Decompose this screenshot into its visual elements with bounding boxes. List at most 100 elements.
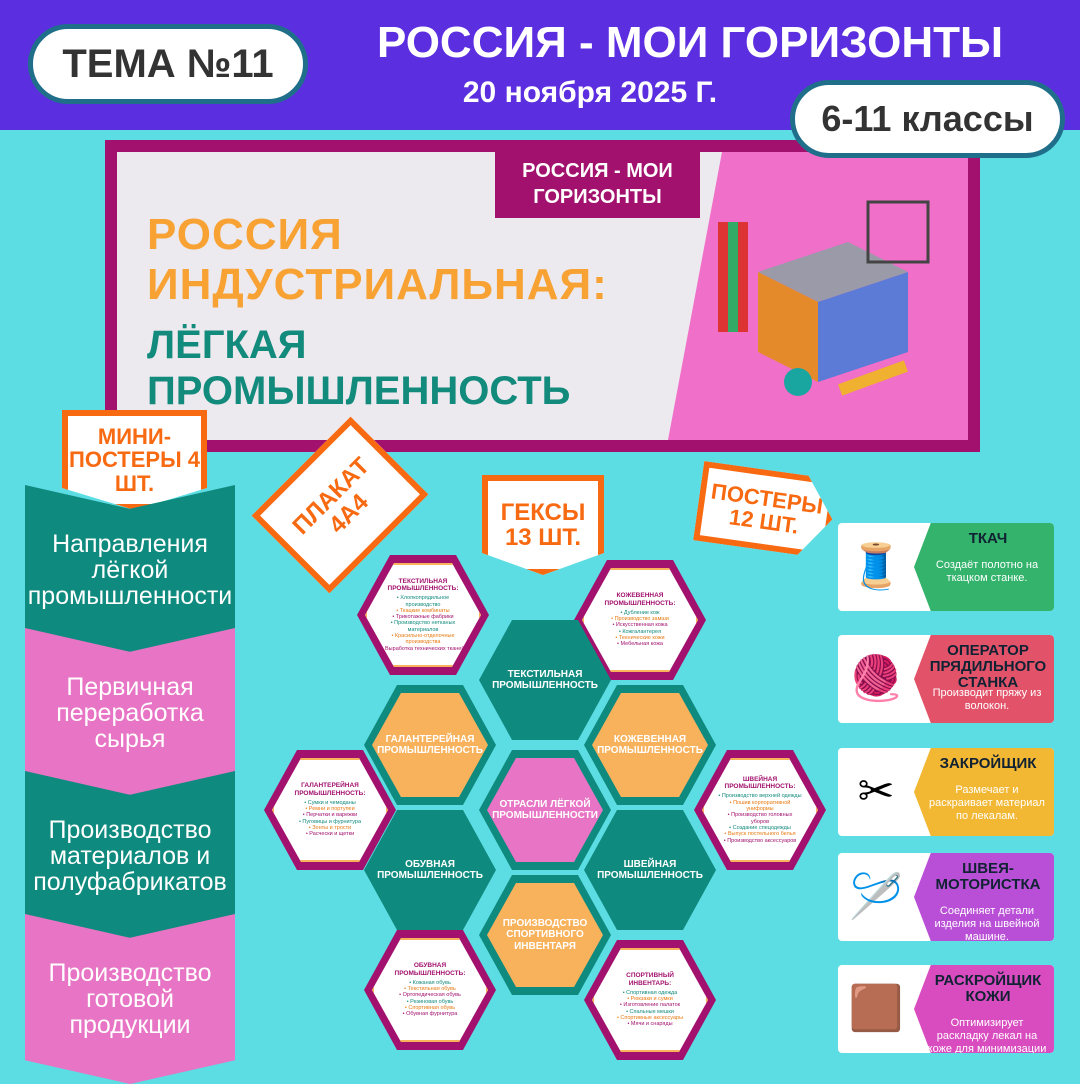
card-title: ЗАКРОЙЩИК	[939, 755, 1037, 772]
hex-heading: ОБУВНАЯ ПРОМЫШЛЕННОСТЬ:	[394, 962, 466, 977]
posters-label: ПОСТЕРЫ 12 ШТ.	[693, 461, 838, 559]
hex-list-item: • Изготовление палаток	[619, 1002, 681, 1009]
hex-title: ПРОИЗВОДСТВО СПОРТИВНОГО ИНВЕНТАРЯ	[502, 917, 588, 952]
mini-poster-3: Производство материалов и полуфабрикатов	[25, 771, 235, 941]
hex-title: ОТРАСЛИ ЛЁГКОЙ ПРОМЫШЛЕННОСТИ	[479, 750, 611, 870]
hex-list-item: • Производство головных уборов	[727, 812, 793, 825]
hex-title: ОТРАСЛИ ЛЁГКОЙ ПРОМЫШЛЕННОСТИ	[492, 798, 598, 822]
card-desc: Соединяет детали изделия на швейной маши…	[934, 905, 1040, 941]
hex-list-item: • Производство верхней одежды	[718, 793, 802, 800]
hex-list-item: • Производство нетканых материалов	[390, 620, 456, 633]
hex-info: ШВЕЙНАЯ ПРОМЫШЛЕННОСТЬ: • Производство ве…	[694, 750, 826, 870]
hex-list-item: • Дубление кож	[620, 609, 660, 616]
hex-heading: ТЕКСТИЛЬНАЯ ПРОМЫШЛЕННОСТЬ:	[387, 577, 459, 593]
hex-title: ГАЛАНТЕРЕЙНАЯ ПРОМЫШЛЕННОСТЬ	[377, 733, 483, 757]
card-desc: Производит пряжу из волокон.	[932, 687, 1042, 713]
profession-card: 🪡 ШВЕЯ-МОТОРИСТКА Соединяет детали издел…	[838, 853, 1054, 941]
sewing-machine-icon: 🪡	[848, 872, 904, 921]
card-title: ОПЕРАТОР ПРЯДИЛЬНОГО СТАНКА	[929, 642, 1047, 691]
hex-list-item: • Ортопедическая обувь	[399, 992, 461, 999]
date-text: 20 ноября 2025 Г.	[462, 76, 718, 109]
hex-list-item: • Кожаная обувь	[409, 979, 451, 986]
banner-subheading: ЛЁГКАЯ ПРОМЫШЛЕННОСТЬ	[147, 323, 571, 413]
loom-icon: 🧵	[848, 542, 904, 591]
hex-list-item: • Спальные мешки	[626, 1008, 674, 1015]
factory-illustration-icon	[718, 200, 930, 396]
leather-icon: 🟫	[848, 984, 904, 1033]
profession-card: ✂ ЗАКРОЙЩИК Размечает и раскраивает мате…	[838, 748, 1054, 836]
hex-list-item: • Сумки и чемоданы	[304, 799, 356, 806]
hex-info: КОЖЕВЕННАЯ ПРОМЫШЛЕННОСТЬ: • Дубление кож…	[574, 560, 706, 680]
mini-poster-1: Направления лёгкой промышленности	[25, 485, 235, 655]
card-title: ШВЕЯ-МОТОРИСТКА	[935, 860, 1041, 893]
hex-title: КОЖЕВЕННАЯ ПРОМЫШЛЕННОСТЬ	[584, 685, 716, 805]
grades-badge: 6-11 классы	[790, 80, 1065, 158]
banner-heading: РОССИЯ ИНДУСТРИАЛЬНАЯ:	[147, 210, 608, 309]
card-desc: Оптимизирует раскладку лекал на коже для…	[927, 1017, 1047, 1053]
hex-list-item: • Мячи и снаряды	[627, 1021, 673, 1028]
hex-info: ТЕКСТИЛЬНАЯ ПРОМЫШЛЕННОСТЬ: • Хлопкопряди…	[357, 555, 489, 675]
hex-list-item: • Технические кожи	[615, 634, 665, 641]
topic-badge: ТЕМА №11	[28, 24, 308, 104]
hex-list-item: • Красильно-отделочные производства	[391, 633, 455, 646]
hex-heading: СПОРТИВНЫЙ ИНВЕНТАРЬ:	[626, 972, 674, 987]
hex-title: ГАЛАНТЕРЕЙНАЯ ПРОМЫШЛЕННОСТЬ	[364, 685, 496, 805]
mini-posters-label: МИНИ-ПОСТЕРЫ 4 ШТ.	[62, 410, 207, 510]
card-desc: Размечает и раскраивает материал по лека…	[929, 784, 1045, 823]
hex-list-item: • Создание спецодежды	[729, 824, 791, 831]
hex-list-item: • Выпуск постельного белья	[724, 831, 796, 838]
page-title: РОССИЯ - МОИ ГОРИЗОНТЫ	[376, 18, 1004, 67]
card-desc: Создаёт полотно на ткацком станке.	[935, 559, 1039, 585]
hex-title: ШВЕЙНАЯ ПРОМЫШЛЕННОСТЬ	[597, 858, 703, 882]
hex-title: ШВЕЙНАЯ ПРОМЫШЛЕННОСТЬ	[584, 810, 716, 930]
card-band	[914, 853, 1054, 941]
hex-list-item: • Расчески и щетки	[305, 831, 355, 838]
hex-list-item: • Производство замши	[611, 616, 669, 623]
profession-card: 🧶 ОПЕРАТОР ПРЯДИЛЬНОГО СТАНКА Производит…	[838, 635, 1054, 723]
card-band	[914, 748, 1054, 836]
hex-info: СПОРТИВНЫЙ ИНВЕНТАРЬ: • Спортивная одежда…	[584, 940, 716, 1060]
hex-list-item: • Перчатки и варежки	[302, 812, 358, 819]
profession-card: 🟫 РАСКРОЙЩИК КОЖИ Оптимизирует раскладку…	[838, 965, 1054, 1053]
hex-list-item: • Спортивные аксессуары	[616, 1014, 684, 1021]
hex-list-item: • Спортивная обувь	[404, 1004, 456, 1011]
hex-list-item: • Резиновая обувь	[406, 998, 454, 1005]
hex-title: ПРОИЗВОДСТВО СПОРТИВНОГО ИНВЕНТАРЯ	[479, 875, 611, 995]
hexes-label: ГЕКСЫ 13 ШТ.	[482, 475, 604, 575]
hex-heading: КОЖЕВЕННАЯ ПРОМЫШЛЕННОСТЬ:	[604, 592, 676, 607]
hex-list-item: • Спортивная одежда	[622, 989, 678, 996]
mini-poster-4: Производство готовой продукции	[25, 914, 235, 1084]
hex-list-item: • Кожгалантерея	[618, 628, 662, 635]
hex-list-item: • Выработка технических тканей	[381, 645, 465, 652]
hex-list-item: • Зонты и трости	[308, 824, 352, 831]
hex-list-item: • Ткацкие комбинаты	[396, 607, 450, 614]
spools-icon: 🧶	[848, 654, 904, 703]
hex-list-item: • Пошив корпоративной униформы	[729, 799, 791, 813]
card-band	[914, 965, 1054, 1053]
hex-list-item: • Рюкзаки и сумки	[627, 996, 673, 1003]
card-band	[914, 523, 1054, 611]
hex-info: ОБУВНАЯ ПРОМЫШЛЕННОСТЬ:• Кожаная обувь• …	[364, 930, 496, 1050]
hex-heading: ШВЕЙНАЯ ПРОМЫШЛЕННОСТЬ:	[724, 776, 796, 791]
hex-list-item: • Обувная фурнитура	[402, 1011, 458, 1018]
card-title: ТКАЧ	[968, 530, 1008, 547]
hex-title: ОБУВНАЯ ПРОМЫШЛЕННОСТЬ	[377, 858, 483, 882]
hex-list-item: • Текстильная обувь	[404, 986, 456, 993]
hex-title: КОЖЕВЕННАЯ ПРОМЫШЛЕННОСТЬ	[597, 733, 703, 757]
hex-list-item: • Пуговицы и фурнитура	[298, 818, 362, 825]
hex-title: ОБУВНАЯ ПРОМЫШЛЕННОСТЬ	[364, 810, 496, 930]
banner-tag: РОССИЯ - МОИ ГОРИЗОНТЫ	[495, 152, 700, 218]
profession-card: 🧵 ТКАЧ Создаёт полотно на ткацком станке…	[838, 523, 1054, 611]
hex-list-item: • Ремни и портупеи	[305, 806, 355, 813]
hex-list-item: • Производство аксессуаров	[723, 837, 797, 844]
hex-list-item: • Трикотажные фабрики	[392, 614, 454, 621]
hex-list-item: • Хлопкопрядильное производство	[396, 595, 450, 608]
mini-poster-2: Первичная переработка сырья	[25, 628, 235, 798]
card-band	[914, 635, 1054, 723]
card-title: РАСКРОЙЩИК КОЖИ	[934, 972, 1042, 1005]
hex-title: ТЕКСТИЛЬНАЯ ПРОМЫШЛЕННОСТЬ	[492, 668, 598, 692]
hex-list-item: • Мебельная кожа	[617, 641, 663, 648]
hex-info: ГАЛАНТЕРЕЙНАЯ ПРОМЫШЛЕННОСТЬ:• Сумки и ч…	[264, 750, 396, 870]
hex-title: ТЕКСТИЛЬНАЯ ПРОМЫШЛЕННОСТЬ	[479, 620, 611, 740]
hex-list-item: • Искусственная кожа	[612, 622, 668, 629]
